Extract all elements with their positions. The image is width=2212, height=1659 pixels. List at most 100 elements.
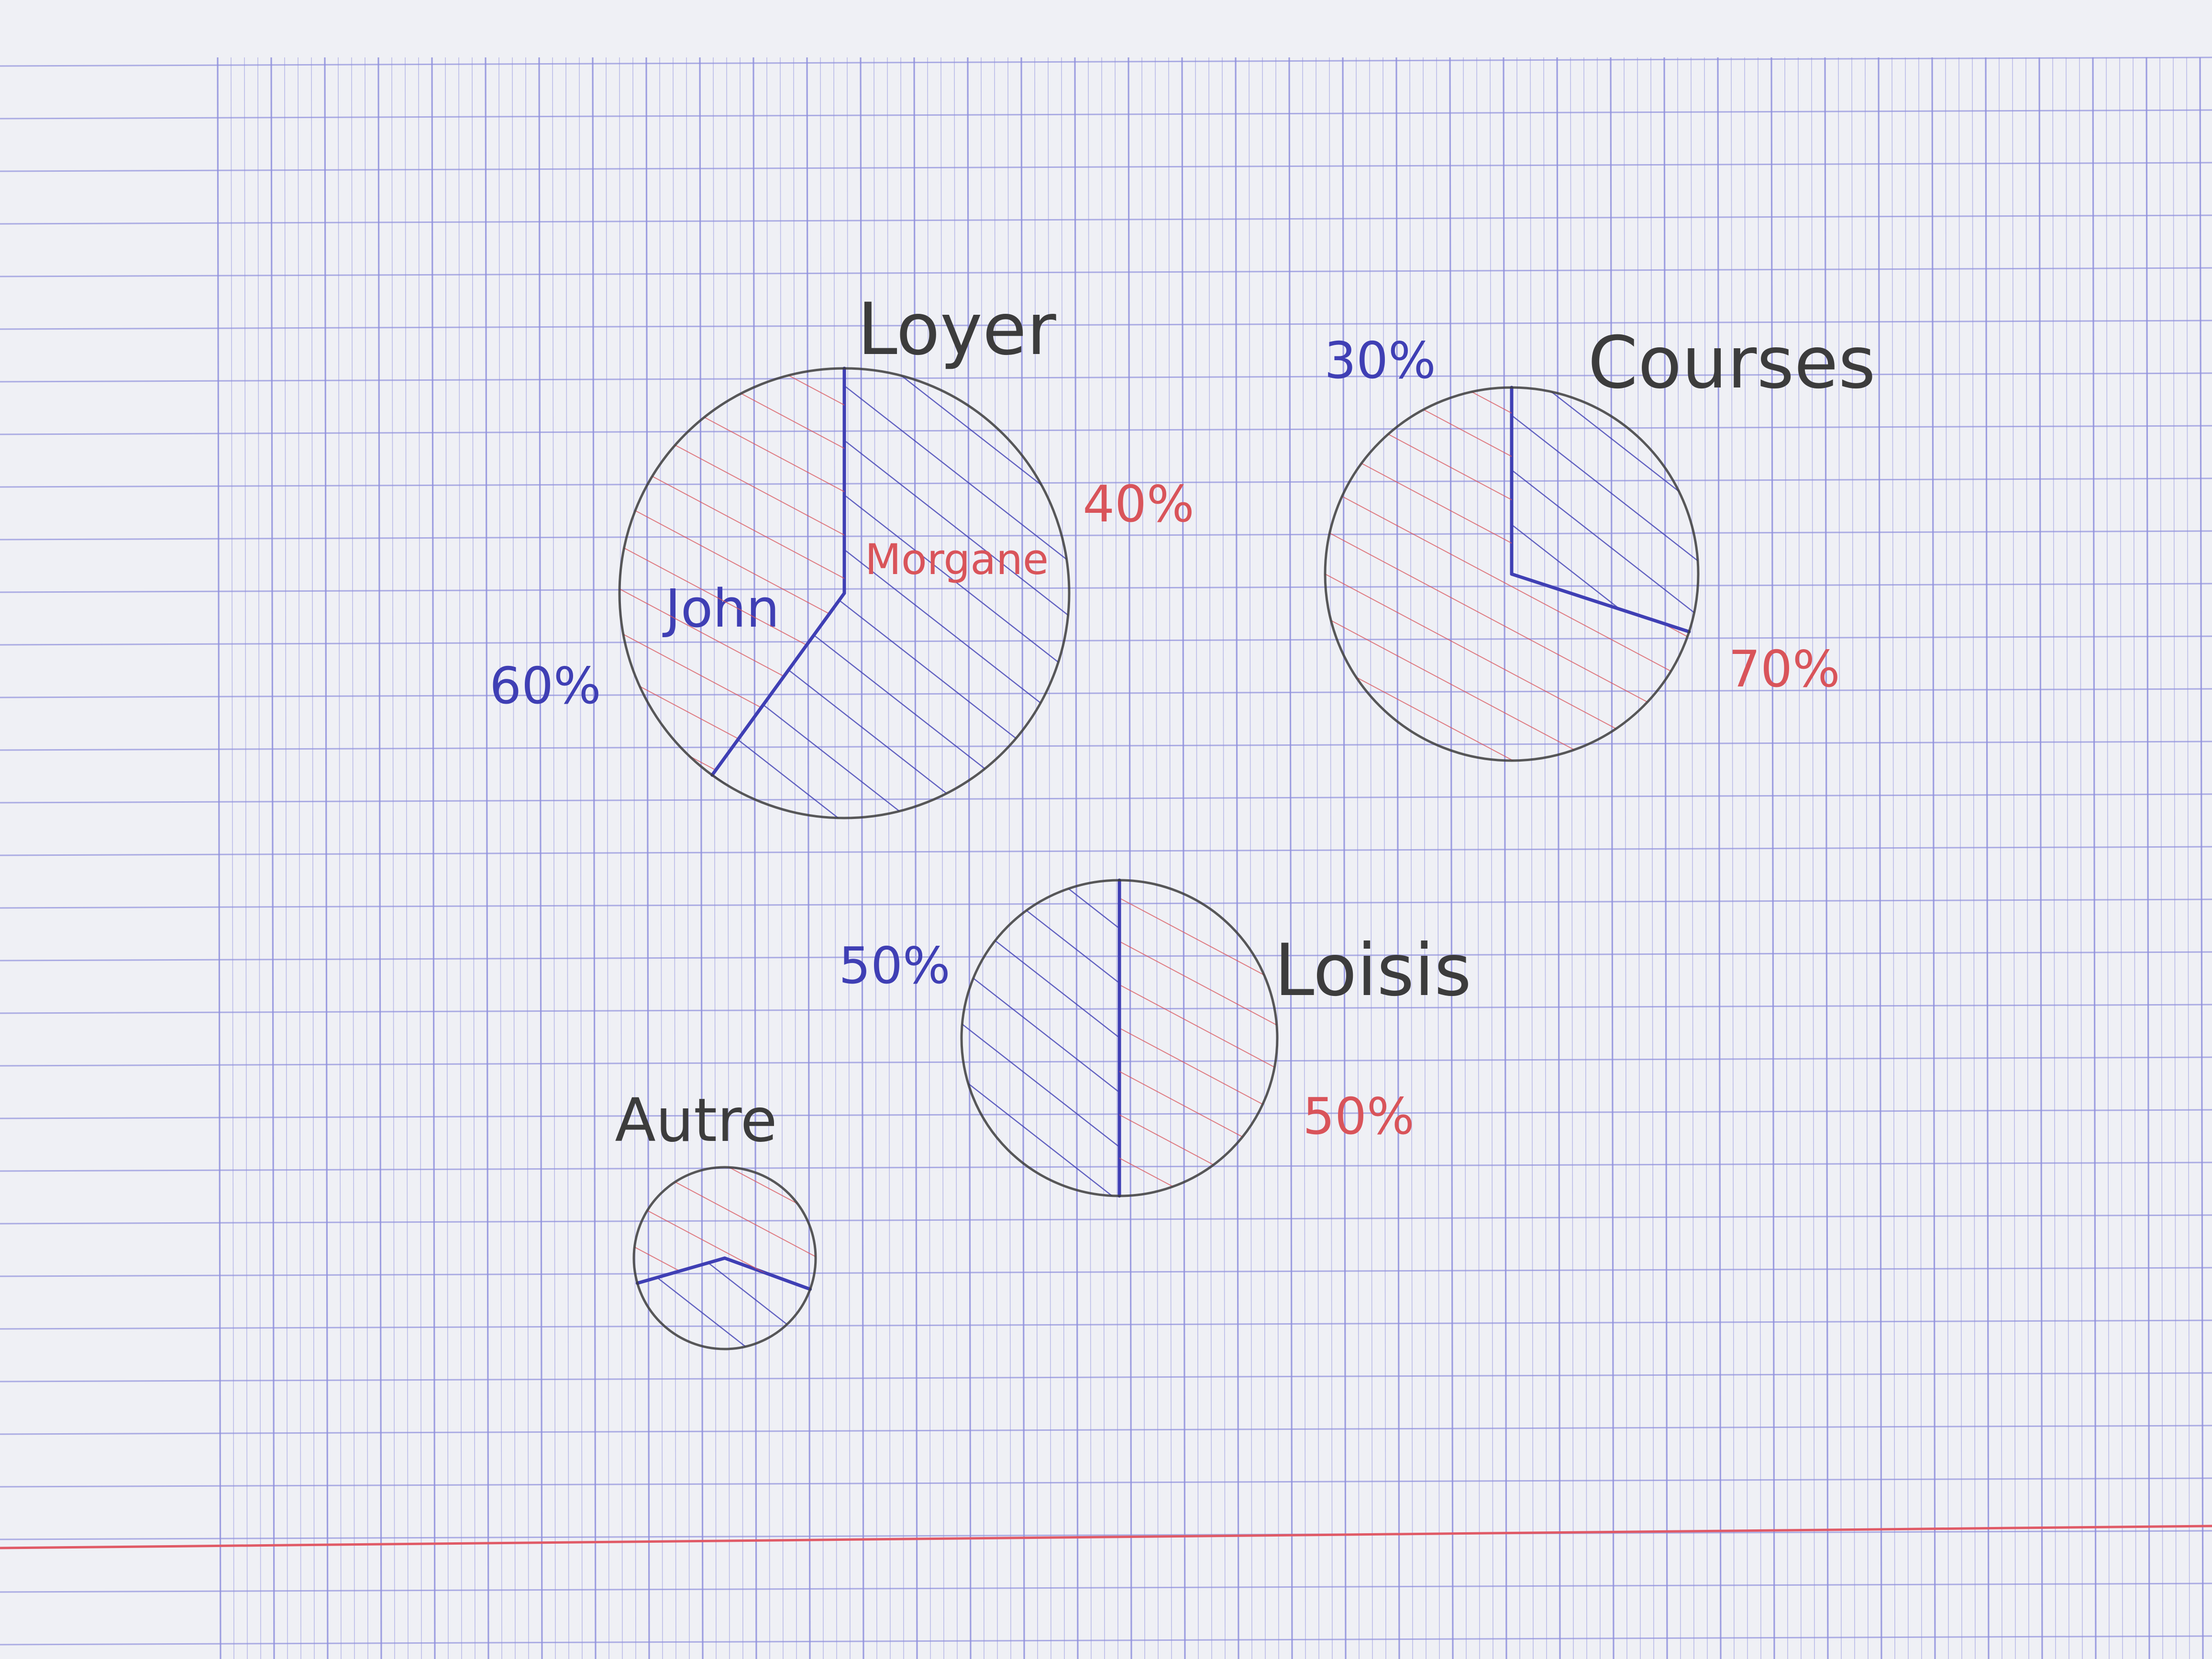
chart-title: Loisis: [1274, 929, 1471, 1012]
grid-vertical-line: [2092, 57, 2097, 1659]
grid-vertical-line: [257, 57, 261, 1659]
grid-vertical-line: [2119, 57, 2123, 1659]
grid-vertical-line: [1516, 57, 1520, 1659]
red-margin-line: [0, 1525, 2212, 1549]
grid-vertical-line: [217, 57, 221, 1659]
pie-outline: [618, 367, 1071, 819]
grid-vertical-line: [498, 57, 502, 1659]
grid-vertical-line: [1865, 57, 1869, 1659]
pie-chart-3: Autre: [615, 1086, 817, 1350]
slice-name-label: Morgane: [865, 535, 1049, 584]
pie-slice: [637, 1258, 810, 1349]
grid-vertical-line: [270, 57, 275, 1659]
grid-horizontal-line: [0, 635, 2212, 646]
grid-horizontal-line: [0, 162, 2212, 172]
grid-vertical-line: [1704, 57, 1708, 1659]
grid-vertical-line: [2025, 57, 2029, 1659]
grid-vertical-line: [324, 57, 329, 1659]
grid-vertical-line: [1770, 57, 1775, 1659]
grid-horizontal-line: [0, 530, 2212, 541]
grid-vertical-line: [673, 57, 676, 1659]
grid-vertical-line: [632, 57, 636, 1659]
grid-horizontal-line: [0, 109, 2212, 120]
grid-vertical-line: [431, 57, 436, 1659]
chart-title: Courses: [1588, 321, 1876, 405]
grid-horizontal-line: [0, 425, 2212, 435]
grid-horizontal-line: [0, 1582, 2212, 1593]
grid-horizontal-line: [0, 1477, 2212, 1488]
slice-value-label: 30%: [1324, 332, 1436, 390]
grid-vertical-line: [298, 57, 301, 1659]
grid-vertical-line: [311, 57, 315, 1659]
pie-outline: [1324, 386, 1700, 762]
grid-vertical-line: [538, 57, 543, 1659]
grid-vertical-line: [351, 57, 355, 1659]
grid-vertical-line: [2106, 57, 2110, 1659]
grid-vertical-line: [1476, 57, 1480, 1659]
grid-vertical-line: [860, 57, 864, 1659]
grid-vertical-line: [338, 57, 342, 1659]
grid-vertical-line: [512, 57, 516, 1659]
pie-slice: [962, 880, 1119, 1196]
grid-vertical-line: [1597, 57, 1601, 1659]
grid-vertical-line: [592, 57, 597, 1659]
grid-vertical-line: [565, 57, 569, 1659]
grid-vertical-line: [686, 57, 690, 1659]
slice-divider: [635, 1256, 727, 1285]
grid-vertical-line: [579, 57, 583, 1659]
grid-vertical-line: [391, 57, 395, 1659]
grid-lines: [0, 56, 2212, 1659]
grid-vertical-line: [552, 57, 556, 1659]
grid-horizontal-line: [0, 846, 2212, 856]
grid-vertical-line: [2079, 57, 2083, 1659]
grid-vertical-line: [887, 57, 891, 1659]
grid-vertical-line: [377, 57, 382, 1659]
grid-vertical-line: [1637, 57, 1641, 1659]
grid-vertical-line: [752, 57, 757, 1659]
grid-vertical-line: [940, 57, 944, 1659]
grid-vertical-line: [1020, 57, 1025, 1659]
grid-vertical-line: [1851, 57, 1855, 1659]
grid-vertical-line: [365, 57, 368, 1659]
grid-horizontal-line: [0, 1372, 2212, 1382]
grid-vertical-line: [1758, 57, 1761, 1659]
grid-vertical-line: [1583, 57, 1587, 1659]
grid-vertical-line: [485, 57, 489, 1659]
grid-vertical-line: [713, 57, 717, 1659]
grid-vertical-line: [1744, 57, 1748, 1659]
grid-vertical-line: [1958, 57, 1962, 1659]
grid-vertical-line: [806, 57, 811, 1659]
grid-vertical-line: [1972, 57, 1976, 1659]
grid-vertical-line: [2012, 57, 2016, 1659]
grid-vertical-line: [780, 57, 784, 1659]
grid-vertical-line: [645, 57, 650, 1659]
grid-vertical-line: [1891, 57, 1895, 1659]
grid-vertical-line: [2186, 57, 2190, 1659]
grid-vertical-line: [1811, 57, 1815, 1659]
grid-vertical-line: [833, 57, 837, 1659]
pie-slice: [1325, 387, 1689, 761]
grid-vertical-line: [927, 57, 931, 1659]
grid-vertical-line: [1543, 57, 1547, 1659]
grid-vertical-line: [405, 57, 409, 1659]
slice-divider: [1510, 572, 1691, 634]
pie-slice: [1512, 387, 1698, 632]
pie-outline: [632, 1166, 817, 1350]
grid-vertical-line: [1945, 57, 1949, 1659]
grid-vertical-line: [1731, 57, 1735, 1659]
grid-vertical-line: [1663, 57, 1668, 1659]
grid-vertical-line: [418, 57, 422, 1659]
grid-vertical-line: [1677, 57, 1681, 1659]
pie-outline: [960, 879, 1279, 1197]
grid-vertical-line: [2146, 57, 2150, 1659]
grid-vertical-line: [1784, 57, 1788, 1659]
grid-vertical-line: [1798, 57, 1802, 1659]
grid-horizontal-line: [0, 1267, 2212, 1277]
grid-vertical-line: [994, 57, 998, 1659]
pie-slice: [619, 368, 844, 775]
grid-vertical-line: [2066, 57, 2069, 1659]
grid-horizontal-line: [0, 477, 2212, 488]
slice-value-label: 50%: [1303, 1087, 1414, 1146]
